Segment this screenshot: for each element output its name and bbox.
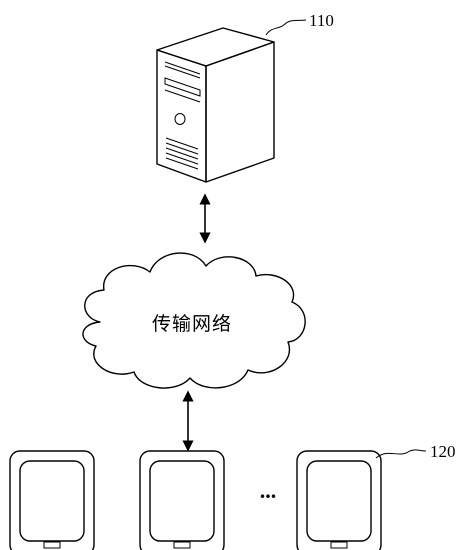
server-leader-line [265,19,307,36]
terminals-ref-label: 120 [430,442,456,461]
server-tower-icon [156,27,275,183]
terminals-ellipsis: ... [260,478,277,503]
tablet-terminal-icon [296,450,382,550]
tablet-terminal-icon [9,450,95,550]
tablet-terminal-icon [139,450,225,550]
server-ref-label: 110 [309,11,334,30]
network-label: 传输网络 [152,313,232,335]
cloud-icon [82,252,306,389]
terminals-leader-line [375,449,427,459]
